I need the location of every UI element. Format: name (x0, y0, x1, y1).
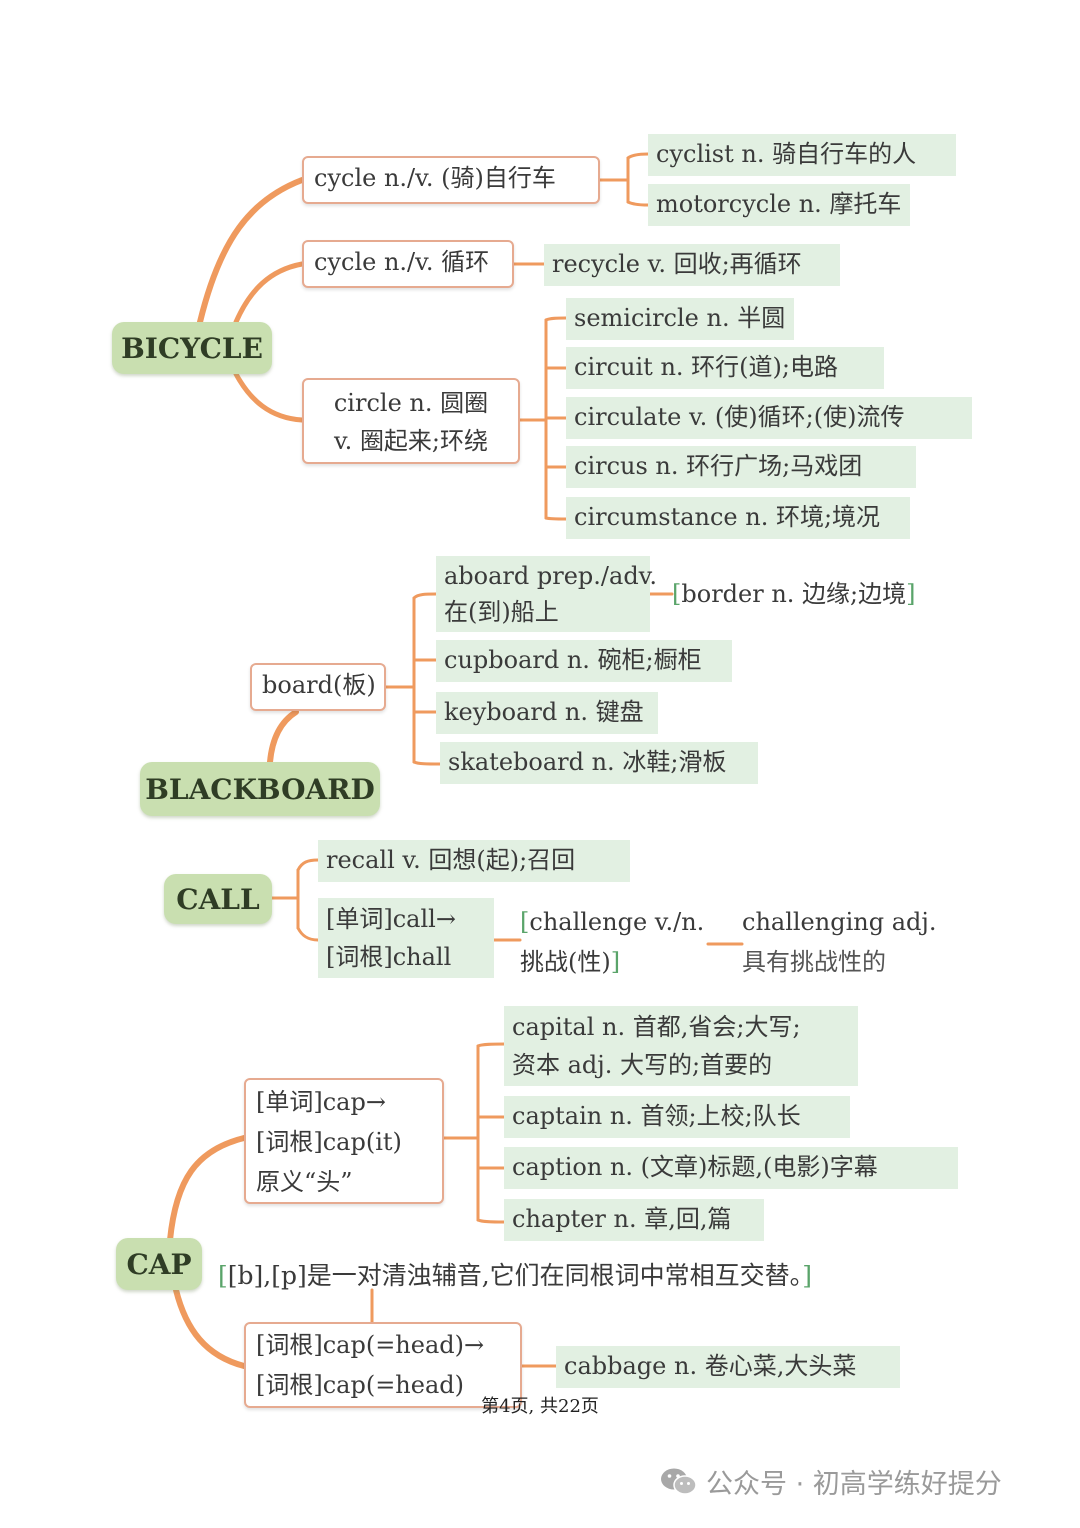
connector (544, 516, 568, 521)
node-cap-root-line1: [词根]cap(=head)→ (256, 1331, 485, 1359)
node-cap-word-line1: [单词]cap→ (256, 1088, 386, 1116)
watermark-text: 公众号 · 初高学练好提分 (706, 1469, 1002, 1500)
leaf-challenging-line2: 具有挑战性的 (742, 948, 886, 976)
node-cap-word-line3: 原义“头” (256, 1168, 353, 1196)
wechat-icon (660, 1467, 698, 1497)
leaf-caption: caption n. (文章)标题,(电影)字幕 (504, 1147, 958, 1189)
bracket-open: [ (520, 908, 530, 936)
bracket-close: ] (802, 1261, 812, 1290)
connector (296, 926, 320, 942)
leaf-challenge-text2: 挑战(性) (520, 948, 611, 976)
leaf-challenging-line1: challenging adj. (742, 908, 937, 936)
connector (173, 1287, 247, 1369)
leaf-cabbage: cabbage n. 卷心菜,大头菜 (556, 1346, 900, 1388)
page-number: 第4页, 共22页 (481, 1396, 599, 1417)
leaf-recall: recall v. 回想(起);召回 (318, 840, 630, 882)
node-cycle-loop: cycle n./v. 循环 (302, 240, 514, 288)
leaf-capital: capital n. 首都,省会;大写; 资本 adj. 大写的;首要的 (504, 1006, 858, 1086)
leaf-challenging: challenging adj. 具有挑战性的 (742, 902, 936, 982)
leaf-challenge-line2: 挑战(性)] (520, 942, 704, 982)
leaf-call-word-line2: [词根]chall (326, 943, 452, 971)
connector (233, 261, 305, 325)
leaf-circuit: circuit n. 环行(道);电路 (566, 347, 884, 389)
connector (476, 1042, 508, 1048)
leaf-call-word-line1: [单词]call→ (326, 905, 456, 933)
leaf-circumstance: circumstance n. 环境;境况 (566, 497, 910, 539)
bracket-close: ] (906, 580, 916, 608)
node-board: board(板) (250, 663, 386, 711)
connector (267, 709, 299, 765)
connector (626, 152, 650, 160)
leaf-aboard: aboard prep./adv. 在(到)船上 (436, 556, 658, 632)
bracket-open: [ (218, 1261, 228, 1290)
root-blackboard: BLACKBOARD (140, 762, 380, 816)
connector (476, 1218, 506, 1224)
leaf-semicircle: semicircle n. 半圆 (566, 298, 794, 340)
leaf-call-word: [单词]call→ [词根]chall (318, 898, 494, 978)
node-cap-word: [单词]cap→ [词根]cap(it) 原义“头” (244, 1078, 444, 1204)
leaf-cyclist: cyclist n. 骑自行车的人 (648, 134, 956, 176)
node-circle: circle n. 圆圈 v. 圈起来;环绕 (302, 378, 520, 464)
bracket-open: [ (672, 580, 682, 608)
leaf-circulate: circulate v. (使)循环;(使)流传 (566, 397, 972, 439)
connector (412, 592, 438, 600)
leaf-captain: captain n. 首领;上校;队长 (504, 1096, 850, 1138)
note-text: [b],[p]是一对清浊辅音,它们在同根词中常相互交替。 (227, 1261, 803, 1290)
root-bicycle: BICYCLE (112, 322, 272, 374)
note-bp-consonants: [[b],[p]是一对清浊辅音,它们在同根词中常相互交替。] (218, 1256, 812, 1292)
watermark: 公众号 · 初高学练好提分 (660, 1462, 1002, 1501)
root-cap: CAP (116, 1238, 202, 1290)
leaf-skateboard: skateboard n. 冰鞋;滑板 (440, 742, 758, 784)
leaf-border: [border n. 边缘;边境] (672, 574, 916, 614)
node-cycle-ride: cycle n./v. (骑)自行车 (302, 156, 600, 204)
node-cap-root: [词根]cap(=head)→ [词根]cap(=head) (244, 1322, 522, 1408)
leaf-keyboard: keyboard n. 键盘 (436, 692, 658, 734)
node-cap-root-line2: [词根]cap(=head) (256, 1371, 465, 1399)
leaf-challenge-text1: challenge v./n. (529, 908, 705, 936)
connector (296, 858, 320, 872)
connector (233, 371, 305, 423)
connector (412, 760, 442, 766)
connector (197, 177, 305, 325)
root-call: CALL (164, 874, 272, 924)
leaf-recycle: recycle v. 回收;再循环 (544, 244, 840, 286)
leaf-chapter: chapter n. 章,回,篇 (504, 1199, 764, 1241)
node-circle-line1: circle n. 圆圈 (333, 389, 489, 417)
leaf-motorcycle: motorcycle n. 摩托车 (648, 184, 910, 226)
node-circle-line2: v. 圈起来;环绕 (333, 427, 489, 455)
leaf-circus: circus n. 环行广场;马戏团 (566, 446, 916, 488)
leaf-capital-line2: 资本 adj. 大写的;首要的 (512, 1051, 773, 1079)
leaf-aboard-line1: aboard prep./adv. (444, 562, 658, 590)
bracket-close: ] (610, 948, 621, 976)
node-cap-word-line2: [词根]cap(it) (256, 1128, 402, 1156)
connector (626, 200, 650, 207)
leaf-challenge-line1: [challenge v./n. (520, 902, 704, 942)
leaf-border-text: border n. 边缘;边境 (681, 580, 907, 608)
leaf-capital-line1: capital n. 首都,省会;大写; (512, 1013, 801, 1041)
connector (167, 1135, 247, 1243)
leaf-aboard-line2: 在(到)船上 (444, 598, 559, 626)
leaf-cupboard: cupboard n. 碗柜;橱柜 (436, 640, 732, 682)
connector (544, 316, 568, 322)
leaf-challenge: [challenge v./n. 挑战(性)] (520, 902, 704, 982)
